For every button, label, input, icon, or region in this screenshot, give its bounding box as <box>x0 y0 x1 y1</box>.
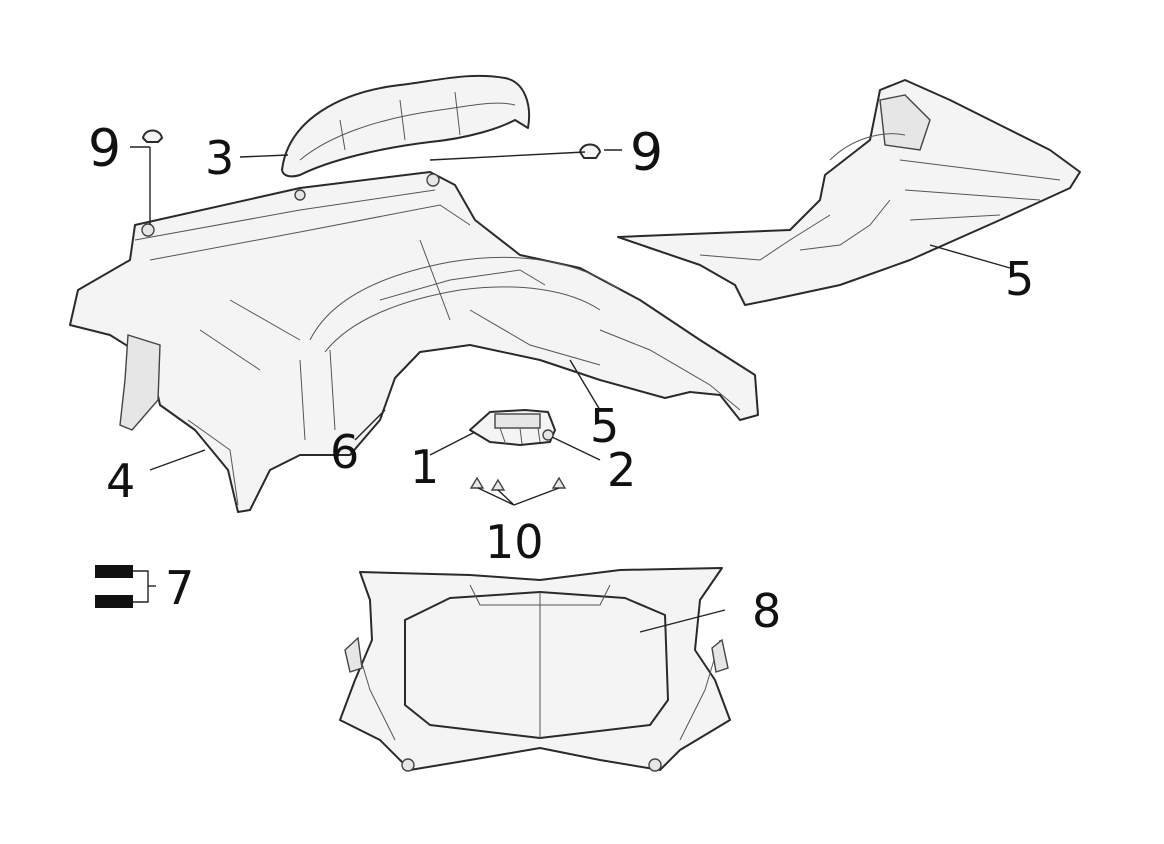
part-7-pads <box>95 565 133 608</box>
callout-2: 2 <box>607 443 636 497</box>
leader-lines <box>130 146 1011 633</box>
part-3-top-cover <box>281 74 531 178</box>
part-8-lower-panel <box>339 567 731 772</box>
part-1-2-actuator <box>469 409 556 446</box>
callout-3: 3 <box>205 131 234 185</box>
callout-1: 1 <box>410 440 439 494</box>
callout-5-center: 5 <box>590 399 619 453</box>
part-5-side-panel <box>617 79 1081 306</box>
part-10-clips <box>469 476 567 491</box>
callout-10: 10 <box>485 515 544 569</box>
callout-6: 6 <box>330 425 359 479</box>
callout-8: 8 <box>752 584 781 638</box>
callout-9-left: 9 <box>88 119 121 179</box>
part-9-fastener-right <box>579 143 601 159</box>
part-6-main-body <box>69 171 759 513</box>
callout-7: 7 <box>165 561 194 615</box>
part-9-fastener-left <box>142 129 163 143</box>
callout-4: 4 <box>106 454 135 508</box>
callout-labels: 9 3 9 5 5 6 1 2 4 10 7 8 <box>88 119 1034 638</box>
callout-9-right: 9 <box>630 123 663 183</box>
callout-5-right: 5 <box>1005 252 1034 306</box>
